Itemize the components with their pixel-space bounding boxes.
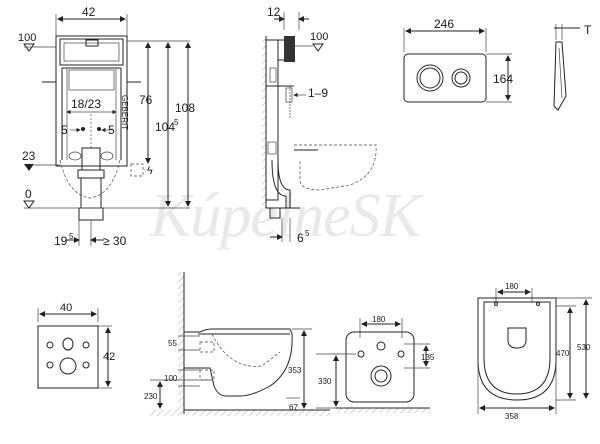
bowl-top-180-label: 180	[505, 282, 519, 291]
bowl-top-view: 180 470 530 358	[477, 282, 592, 421]
frame-top-ref-label: 100	[18, 32, 36, 44]
toilet-bowl-side	[184, 328, 293, 397]
plate-profile	[553, 41, 567, 111]
plate-width-label: 246	[434, 17, 454, 31]
frame-front-view: 42 100 GEBERIT 18/23 5 5	[18, 5, 195, 248]
plate-height-label: 164	[493, 72, 513, 86]
bowl-side-353-label: 353	[288, 366, 302, 375]
toilet-bowl-top	[477, 297, 557, 401]
wall-plate	[37, 325, 99, 389]
bowl-side-view: 55 100 230 353 67	[144, 272, 330, 416]
bowl-back-180-label: 180	[372, 315, 386, 324]
frame-bottom-195-sup: 5	[69, 232, 74, 241]
frame-level-0-label: 0	[25, 187, 32, 201]
wall-plate-height-label: 42	[103, 351, 115, 363]
frame-height-76-label: 76	[139, 93, 153, 107]
bowl-side-67-label: 67	[289, 403, 298, 412]
frame-bottom-195-label: 19	[54, 234, 68, 248]
frame-height-1045-label: 104	[155, 120, 175, 134]
side-bottom-65-label: 6	[297, 231, 304, 245]
side-top-ref-label: 100	[310, 31, 328, 43]
frame-spacing-label: 18/23	[71, 97, 101, 111]
frame-bottom-30-label: ≥ 30	[103, 234, 127, 248]
side-bottom-65-sup: 5	[305, 229, 310, 238]
frame-level-23-label: 23	[22, 149, 36, 163]
flush-button-small	[451, 68, 471, 88]
flush-button-large	[416, 64, 444, 92]
bowl-top-530-label: 530	[577, 343, 591, 352]
wall-plate-view: 40 42	[37, 302, 115, 389]
frame-height-108-label: 108	[175, 101, 195, 115]
bowl-side-100-label: 100	[164, 374, 178, 383]
flush-plate	[403, 53, 487, 103]
frame-side-view: 12 100 1–9 6 5	[262, 5, 377, 245]
watermark-text: KúpelneSK	[149, 182, 425, 250]
bowl-back-330-label: 330	[318, 377, 332, 386]
bowl-back-135-label: 135	[421, 353, 435, 362]
frame-brand-label: GEBERIT	[120, 95, 129, 130]
installation-frame	[55, 35, 128, 167]
plate-thickness-label: T	[584, 23, 592, 37]
flush-plate-view: 246 164 T	[403, 17, 592, 111]
frame-width-label: 42	[82, 5, 96, 19]
frame-height-1045-sup: 5	[174, 118, 179, 127]
side-depth-label: 12	[267, 5, 281, 19]
bowl-side-55-label: 55	[168, 339, 177, 348]
side-range-label: 1–9	[308, 86, 328, 100]
bowl-side-230-label: 230	[144, 392, 158, 401]
wall-plate-width-label: 40	[60, 302, 72, 314]
frame-left-5-label: 5	[61, 123, 68, 137]
bowl-top-358-label: 358	[505, 412, 519, 421]
toilet-bowl-back	[345, 331, 415, 403]
bowl-top-470-label: 470	[556, 349, 570, 358]
electric-icon: ϟ	[147, 165, 153, 177]
bowl-back-view: 180 135 330	[316, 315, 435, 413]
